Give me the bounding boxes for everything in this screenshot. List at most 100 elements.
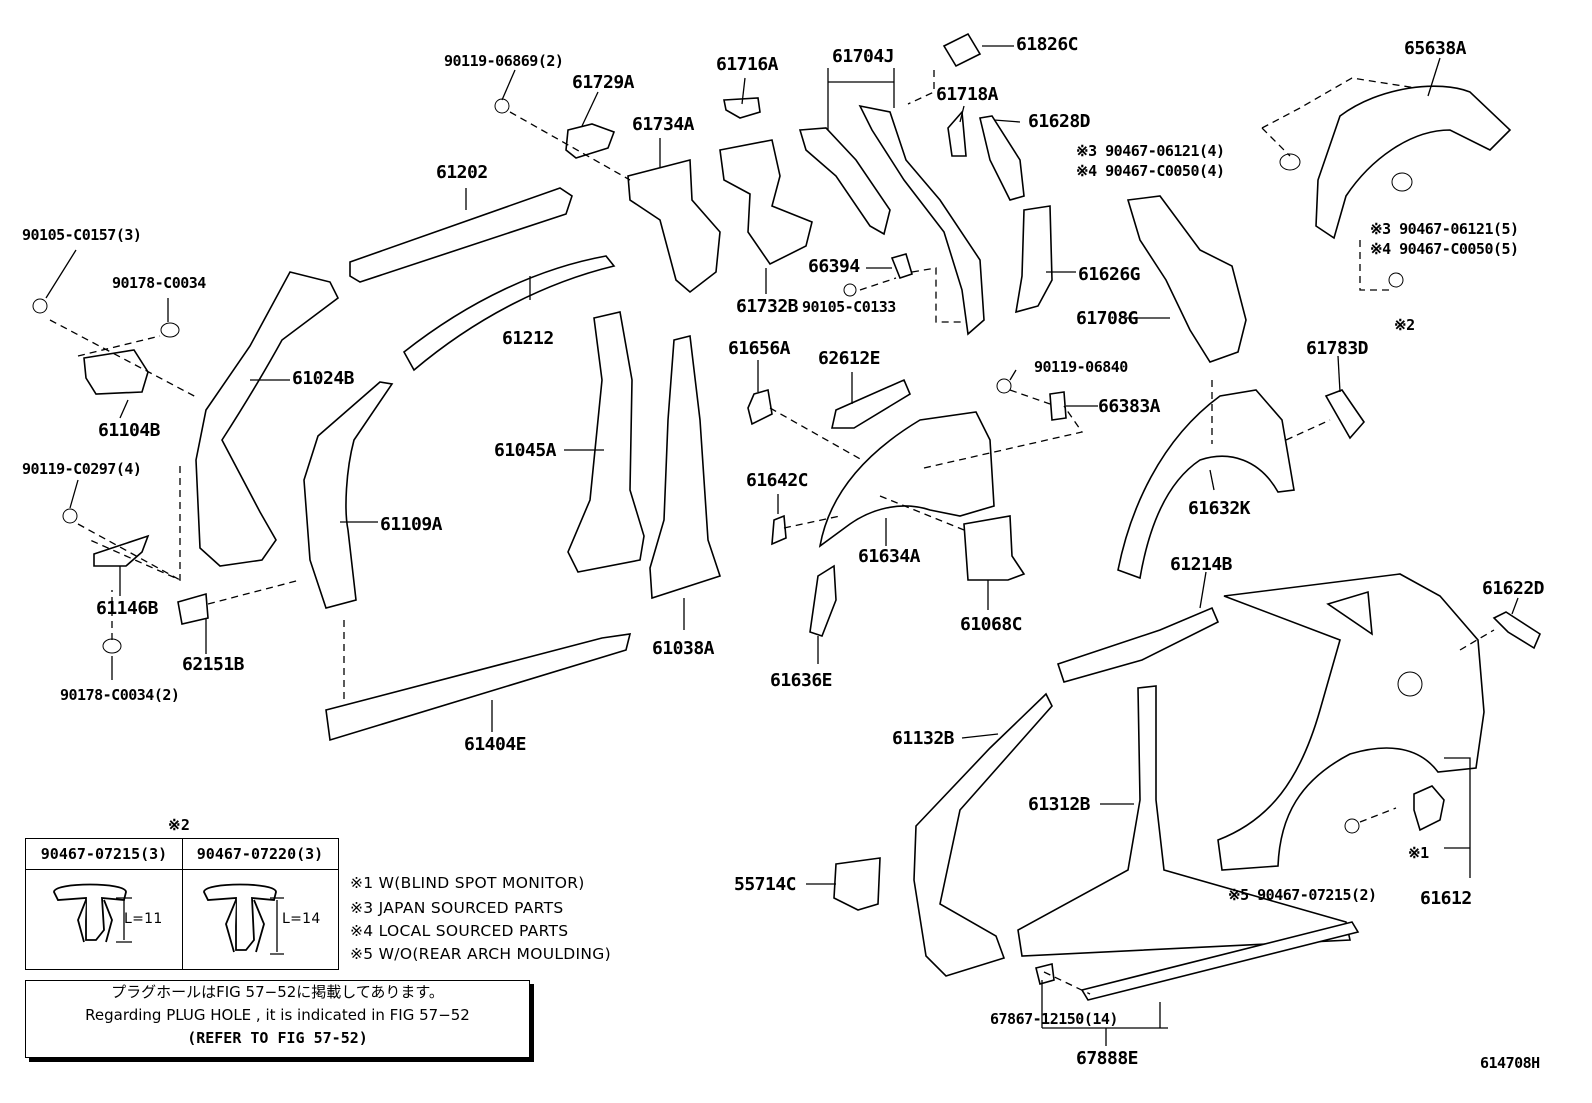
label-67867-12150[interactable]: 67867-12150(14) (990, 1010, 1118, 1028)
part-61045A[interactable] (567, 311, 645, 573)
label-61024B[interactable]: 61024B (292, 368, 355, 389)
label-55714C[interactable]: 55714C (734, 874, 797, 895)
clip-90467-07215-a[interactable] (1388, 272, 1404, 288)
part-61708G[interactable] (1126, 195, 1247, 363)
part-61716A[interactable] (723, 97, 761, 119)
label-61634A[interactable]: 61634A (858, 546, 921, 567)
label-61628D[interactable]: 61628D (1028, 111, 1091, 132)
label-90178-C0034[interactable]: 90178-C0034 (112, 274, 207, 292)
label-90119-C0297[interactable]: 90119-C0297(4) (22, 460, 142, 478)
bolt-90119-C0297[interactable] (62, 508, 78, 524)
label-61146B[interactable]: 61146B (96, 598, 159, 619)
part-62612E[interactable] (831, 378, 912, 429)
label-61109A[interactable]: 61109A (380, 514, 443, 535)
label-67888E[interactable]: 67888E (1076, 1048, 1139, 1069)
part-61104B[interactable] (83, 349, 149, 395)
part-61626G[interactable] (1015, 205, 1053, 314)
grommet-90467-06121-a[interactable] (1279, 153, 1301, 171)
annot-rear-arch-clip[interactable]: ※5 90467-07215(2) (1228, 886, 1377, 904)
grommet-90178-C0034[interactable] (160, 322, 180, 338)
label-61826C[interactable]: 61826C (1016, 34, 1079, 55)
label-61642C[interactable]: 61642C (746, 470, 809, 491)
label-61212[interactable]: 61212 (502, 328, 554, 349)
part-61718A[interactable] (947, 110, 967, 157)
part-61038A[interactable] (649, 335, 722, 600)
label-90119-06840[interactable]: 90119-06840 (1034, 358, 1129, 376)
part-61312B[interactable] (1017, 685, 1351, 957)
part-61632K[interactable] (1117, 389, 1295, 580)
label-61612[interactable]: 61612 (1420, 888, 1472, 909)
label-61068C[interactable]: 61068C (960, 614, 1023, 635)
label-65638A[interactable]: 65638A (1404, 38, 1467, 59)
part-65638A[interactable] (1315, 85, 1512, 240)
part-66394[interactable] (890, 253, 913, 279)
part-61732B[interactable] (719, 139, 813, 266)
label-61732B[interactable]: 61732B (736, 296, 799, 317)
label-90105-C0157[interactable]: 90105-C0157(3) (22, 226, 142, 244)
label-62151B[interactable]: 62151B (182, 654, 245, 675)
part-61109A[interactable] (303, 381, 394, 609)
bolt-90119-06869[interactable] (494, 98, 510, 114)
label-61038A[interactable]: 61038A (652, 638, 715, 659)
label-61104B[interactable]: 61104B (98, 420, 161, 441)
part-67888E[interactable] (1080, 921, 1360, 1001)
part-61704J[interactable] (798, 127, 891, 236)
label-61622D[interactable]: 61622D (1482, 578, 1545, 599)
grommet-90467-06121-b[interactable] (1391, 172, 1413, 192)
part-61622D[interactable] (1492, 611, 1542, 650)
bolt-90119-06840[interactable] (996, 378, 1012, 394)
label-61729A[interactable]: 61729A (572, 72, 635, 93)
label-61718A[interactable]: 61718A (936, 84, 999, 105)
label-61312B[interactable]: 61312B (1028, 794, 1091, 815)
annot-local-grommet-5[interactable]: ※4 90467-C0050(5) (1370, 240, 1519, 258)
part-55714C[interactable] (833, 857, 881, 911)
label-62612E[interactable]: 62612E (818, 348, 881, 369)
label-61132B[interactable]: 61132B (892, 728, 955, 749)
part-61132B[interactable] (913, 692, 1053, 977)
label-61636E[interactable]: 61636E (770, 670, 833, 691)
part-61068C[interactable] (963, 515, 1026, 581)
annot-local-grommet-4[interactable]: ※4 90467-C0050(4) (1076, 162, 1225, 180)
label-61632K[interactable]: 61632K (1188, 498, 1251, 519)
bolt-90105-C0133[interactable] (843, 283, 857, 297)
label-61214B[interactable]: 61214B (1170, 554, 1233, 575)
part-61024B[interactable] (195, 271, 340, 567)
label-90105-C0133[interactable]: 90105-C0133 (802, 298, 897, 316)
bolt-90105-C0157[interactable] (32, 298, 48, 314)
part-61612[interactable] (1413, 785, 1445, 832)
part-61404E[interactable] (325, 633, 632, 742)
label-90119-06869[interactable]: 90119-06869(2) (444, 52, 564, 70)
part-61636E[interactable] (809, 564, 837, 637)
label-61704J[interactable]: 61704J (832, 46, 895, 67)
part-62151B[interactable] (177, 592, 209, 625)
label-66394[interactable]: 66394 (808, 256, 861, 277)
part-61146B[interactable] (93, 534, 150, 567)
label-61656A[interactable]: 61656A (728, 338, 791, 359)
label-61783D[interactable]: 61783D (1306, 338, 1369, 359)
part-67867-12150[interactable] (1035, 963, 1055, 985)
label-61734A[interactable]: 61734A (632, 114, 695, 135)
part-61202[interactable] (349, 187, 573, 283)
part-61783D[interactable] (1324, 389, 1366, 440)
plug-note-ref[interactable]: (REFER TO FIG 57-52) (187, 1029, 368, 1047)
part-61214B[interactable] (1056, 606, 1220, 683)
part-61628D[interactable] (979, 115, 1025, 201)
part-61826C[interactable] (942, 32, 982, 68)
label-66383A[interactable]: 66383A (1098, 396, 1161, 417)
part-66383A[interactable] (1049, 391, 1067, 421)
label-90178-C0034-2[interactable]: 90178-C0034(2) (60, 686, 180, 704)
part-61704J-rear[interactable] (858, 104, 985, 336)
label-61708G[interactable]: 61708G (1076, 308, 1139, 329)
part-61642C[interactable] (771, 514, 787, 546)
label-61202[interactable]: 61202 (436, 162, 488, 183)
part-61656A[interactable] (747, 388, 773, 426)
label-61404E[interactable]: 61404E (464, 734, 527, 755)
part-61634A[interactable] (818, 411, 995, 548)
grommet-90178-C0034-2[interactable] (102, 638, 122, 654)
part-61212[interactable] (402, 255, 616, 372)
label-61045A[interactable]: 61045A (494, 440, 557, 461)
part-61734A[interactable] (627, 158, 721, 294)
clip-90467-07215-b[interactable] (1344, 818, 1360, 834)
label-61716A[interactable]: 61716A (716, 54, 779, 75)
annot-japan-grommet-4[interactable]: ※3 90467-06121(4) (1076, 142, 1225, 160)
